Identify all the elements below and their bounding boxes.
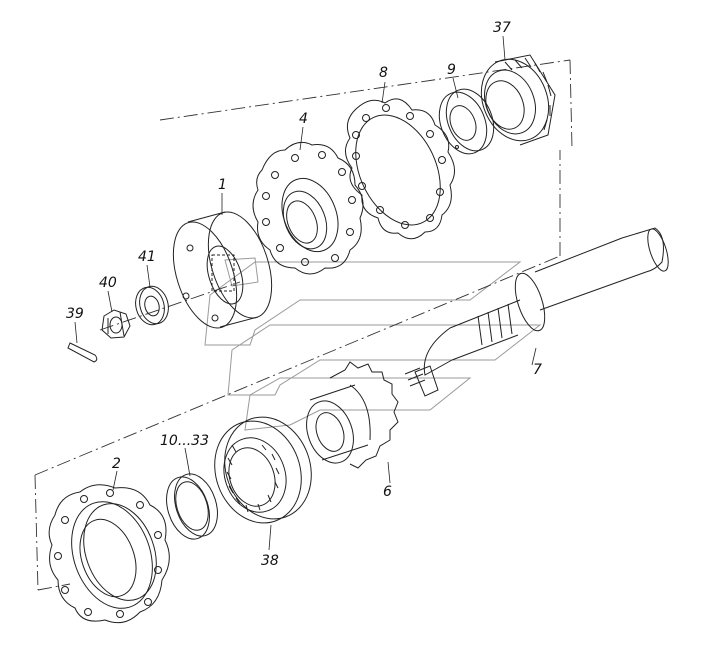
callout-2: 2 <box>112 456 121 472</box>
callout-7: 7 <box>533 362 542 378</box>
callout-40: 40 <box>99 275 117 291</box>
part-7-splined-shaft <box>405 227 672 396</box>
part-10-33-shim-rings <box>159 468 225 544</box>
callout-8: 8 <box>379 65 388 81</box>
part-41-washer <box>132 283 173 328</box>
callout-4: 4 <box>299 111 308 127</box>
callout-9: 9 <box>447 62 456 78</box>
leader-lines <box>75 36 536 550</box>
part-38-roller-bearing <box>201 405 326 535</box>
callout-38: 38 <box>261 553 279 569</box>
callout-39: 39 <box>66 306 84 322</box>
part-6-bevel-gear <box>298 362 398 470</box>
part-39-cotter-pin <box>68 343 97 362</box>
part-1-spline-flange <box>161 204 283 336</box>
part-2-housing-cap <box>49 485 169 623</box>
callout-6: 6 <box>383 484 392 500</box>
callout-10-33: 10...33 <box>160 433 209 449</box>
part-40-castle-nut <box>102 310 130 338</box>
callout-41: 41 <box>138 249 156 265</box>
part-4-flanged-cap <box>253 142 363 274</box>
callout-1: 1 <box>218 177 227 193</box>
callout-37: 37 <box>493 20 511 36</box>
part-8-gasket <box>339 99 457 239</box>
part-37-roller-bearing <box>470 49 561 151</box>
watermark-logo <box>205 258 540 430</box>
part-9-seal-ring <box>431 82 503 161</box>
